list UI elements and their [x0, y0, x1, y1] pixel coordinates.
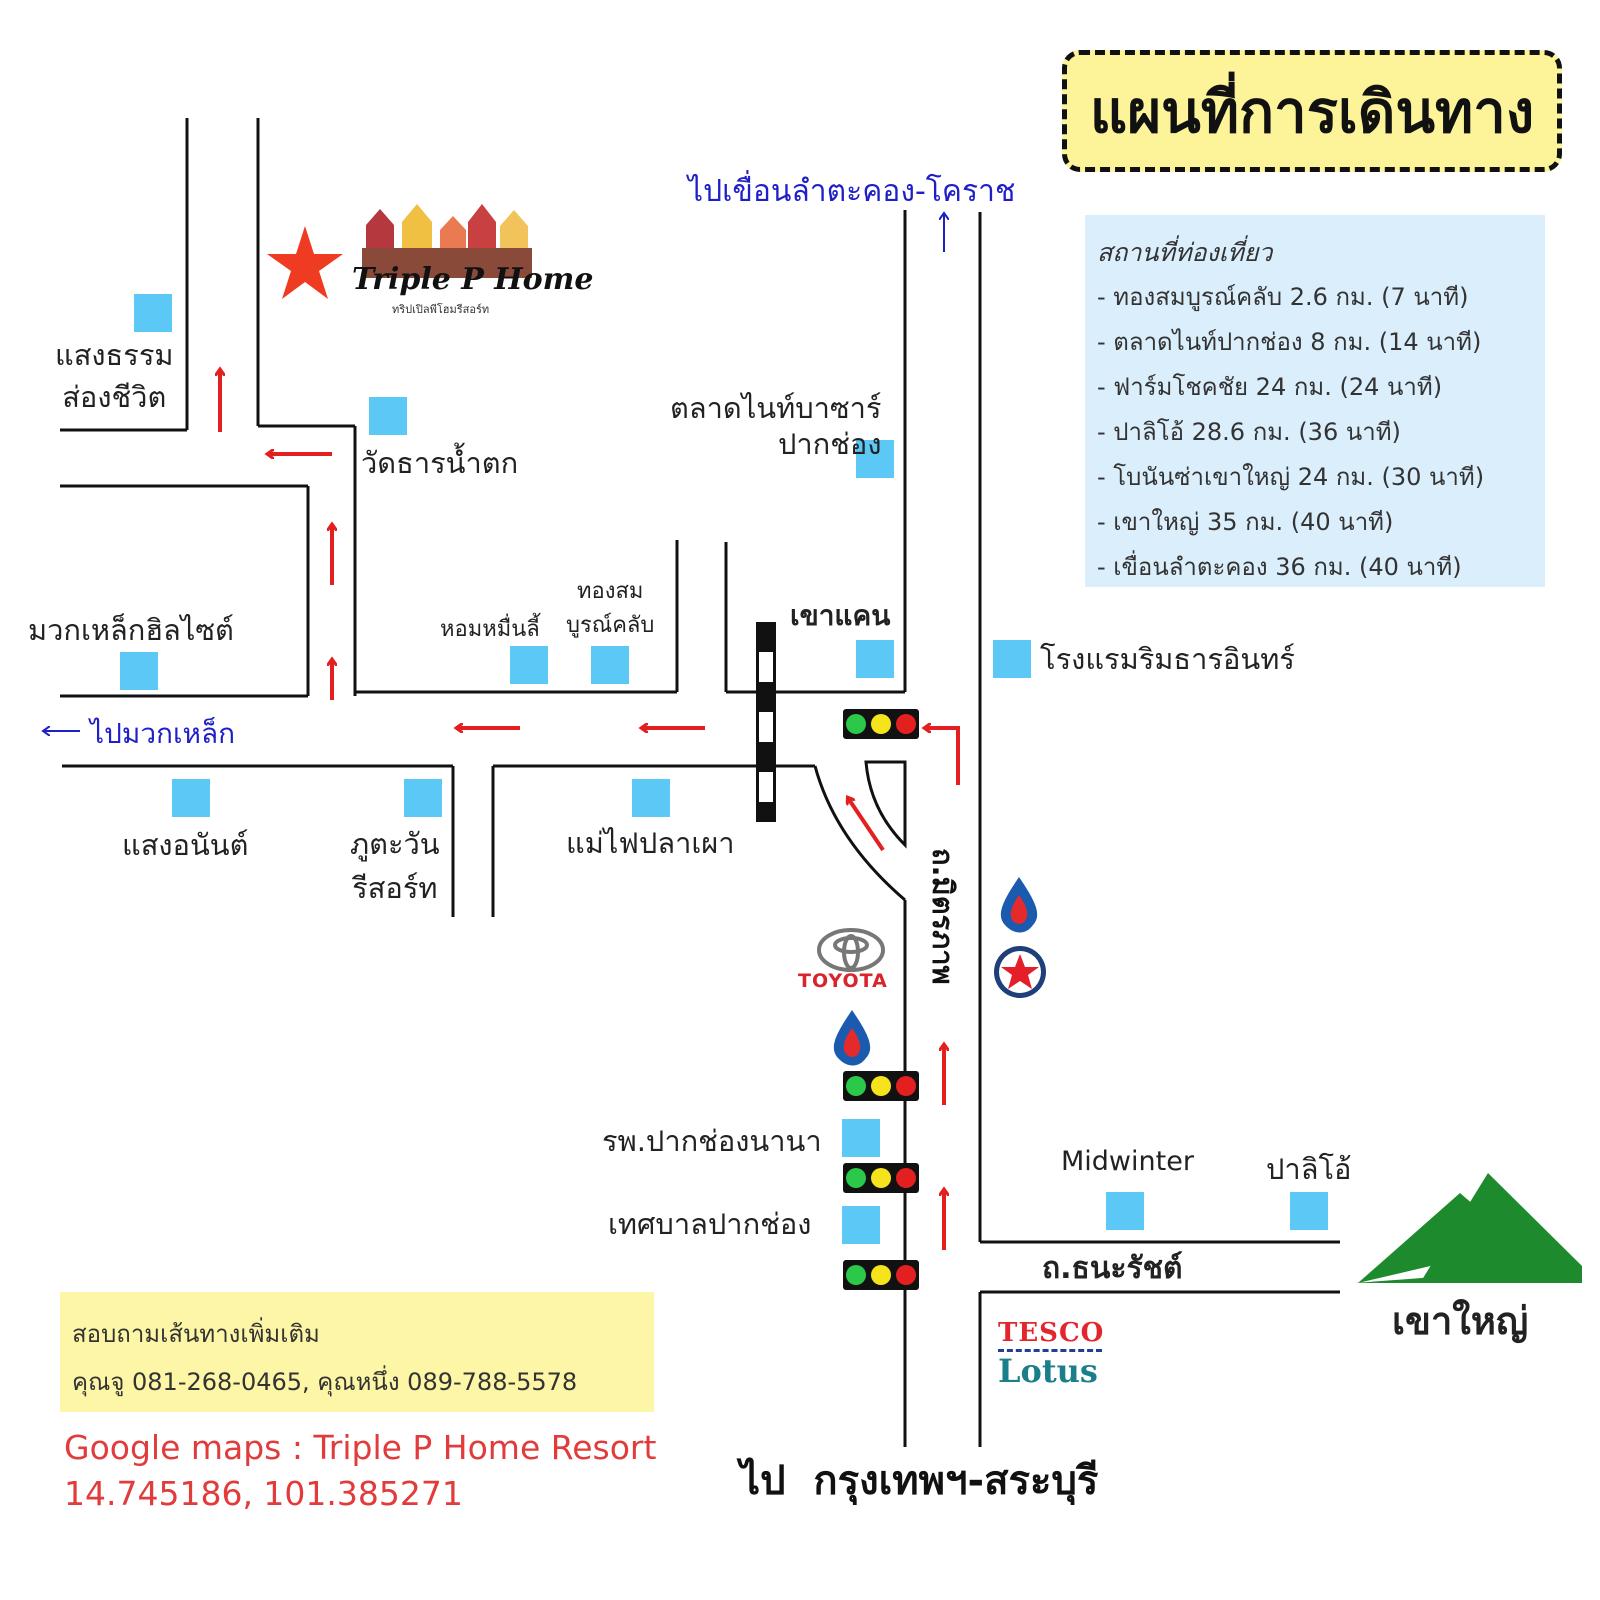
direction-north-label: ไปเขื่อนลำตะคอง-โคราช [688, 174, 1016, 209]
landmark-marker [842, 1206, 880, 1244]
direction-west-label: ไปมวกเหล็ก [90, 717, 236, 750]
ptt-station-icon [1000, 877, 1038, 933]
attraction-item: - เขื่อนลำตะคอง 36 กม. (40 นาที) [1097, 553, 1462, 581]
place-sangtham: แสงธรรม ส่องชีวิต [55, 338, 174, 414]
ptt-station-icon [833, 1010, 871, 1066]
resort-star-icon [267, 226, 343, 299]
traffic-light-1 [843, 709, 919, 739]
direction-south-label: ไป กรุงเทพฯ-สระบุรี [740, 1458, 1099, 1504]
place-midwinter: Midwinter [1061, 1146, 1194, 1177]
attraction-item: - ปาลิโอ้ 28.6 กม. (36 นาที) [1097, 418, 1401, 446]
landmark-marker [632, 779, 670, 817]
landmark-marker [856, 440, 894, 478]
landmark-marker [842, 1119, 880, 1157]
contact-heading: สอบถามเส้นทางเพิ่มเติม [72, 1320, 320, 1348]
place-palio: ปาลิโอ้ [1266, 1152, 1352, 1186]
place-hom-muen-li: หอมหมื่นลี้ [440, 617, 540, 642]
landmark-marker [172, 779, 210, 817]
place-muak-lek-hillside: มวกเหล็กฮิลไซต์ [28, 613, 234, 647]
attractions-heading: สถานที่ท่องเที่ยว [1097, 238, 1273, 267]
google-maps-label: Google maps : Triple P Home Resort [64, 1428, 657, 1467]
caltex-station-icon [994, 946, 1046, 998]
attraction-item: - เขาใหญ่ 35 กม. (40 นาที) [1097, 508, 1394, 536]
toyota-icon [817, 928, 885, 972]
road-lines [60, 118, 1340, 1447]
google-maps-info: Google maps : Triple P Home Resort 14.74… [64, 1425, 656, 1517]
resort-logo-name: Triple P Home [352, 262, 594, 297]
landmark-marker [404, 779, 442, 817]
landmark-marker [120, 652, 158, 690]
attraction-item: - ฟาร์มโชคชัย 24 กม. (24 นาที) [1097, 373, 1443, 401]
landmark-marker [1290, 1192, 1328, 1230]
attraction-item: - ทองสมบูรณ์คลับ 2.6 กม. (7 นาที) [1097, 283, 1469, 311]
place-mae-fai: แม่ไฟปลาเผา [566, 826, 735, 860]
landmark-marker [856, 640, 894, 678]
tesco-stripes [998, 1349, 1102, 1355]
map-title: แผนที่การเดินทาง [1089, 77, 1535, 146]
road-label-thanarat: ถ.ธนะรัชต์ [1042, 1251, 1183, 1286]
khao-yai-mountain-icon [1355, 1173, 1582, 1283]
place-wat: วัดธารน้ำตก [361, 446, 519, 480]
attraction-item: - ตลาดไนท์ปากช่อง 8 กม. (14 นาที) [1097, 328, 1482, 356]
railway-crossing [756, 622, 776, 822]
place-khao-khaen: เขาแคน [790, 599, 891, 632]
tesco-lotus-logo: TESCO Lotus [998, 1318, 1104, 1390]
landmark-marker [510, 646, 548, 684]
place-hospital: รพ.ปากช่องนานา [602, 1124, 822, 1158]
direction-arrows [44, 214, 944, 731]
contact-panel: สอบถามเส้นทางเพิ่มเติม คุณจู 081-268-046… [60, 1292, 654, 1412]
landmark-marker [993, 640, 1031, 678]
traffic-light-3 [843, 1163, 919, 1193]
lotus-text: Lotus [998, 1352, 1098, 1390]
traffic-light-4 [843, 1260, 919, 1290]
attraction-item: - โบนันซ่าเขาใหญ่ 24 กม. (30 นาที) [1097, 463, 1485, 491]
tesco-text: TESCO [998, 1318, 1105, 1348]
place-phu-tawan: ภูตะวัน รีสอร์ท [350, 827, 440, 905]
place-khao-yai: เขาใหญ่ [1392, 1299, 1529, 1343]
landmark-marker [1106, 1192, 1144, 1230]
traffic-light-2 [843, 1071, 919, 1101]
attractions-panel: สถานที่ท่องเที่ยว - ทองสมบูรณ์คลับ 2.6 ก… [1085, 215, 1545, 587]
resort-house-logo [362, 204, 532, 278]
google-maps-coords: 14.745186, 101.385271 [64, 1474, 463, 1513]
map-title-box: แผนที่การเดินทาง [1062, 50, 1562, 172]
contact-phones: คุณจู 081-268-0465, คุณหนึ่ง 089-788-557… [72, 1368, 578, 1396]
place-night-bazaar: ตลาดไนท์บาซาร์ ปากช่อง [670, 391, 882, 461]
place-rim-than-inn: โรงแรมริมธารอินทร์ [1040, 642, 1295, 676]
route-arrows [220, 370, 960, 1250]
attractions-list: - ทองสมบูรณ์คลับ 2.6 กม. (7 นาที) - ตลาด… [1097, 275, 1484, 590]
place-municipality: เทศบาลปากช่อง [608, 1207, 812, 1241]
landmark-marker [134, 294, 172, 332]
toyota-logo-text: TOYOTA [798, 970, 888, 992]
resort-logo-thai: ทริปเปิลพีโฮมรีสอร์ท [392, 303, 490, 316]
road-label-mittraphap: ถ.มิตรภาพ [926, 848, 960, 985]
place-thongsom: ทองสม บูรณ์คลับ [566, 579, 655, 638]
landmark-marker [591, 646, 629, 684]
landmark-marker [369, 397, 407, 435]
place-sang-anan: แสงอนันต์ [122, 828, 249, 862]
